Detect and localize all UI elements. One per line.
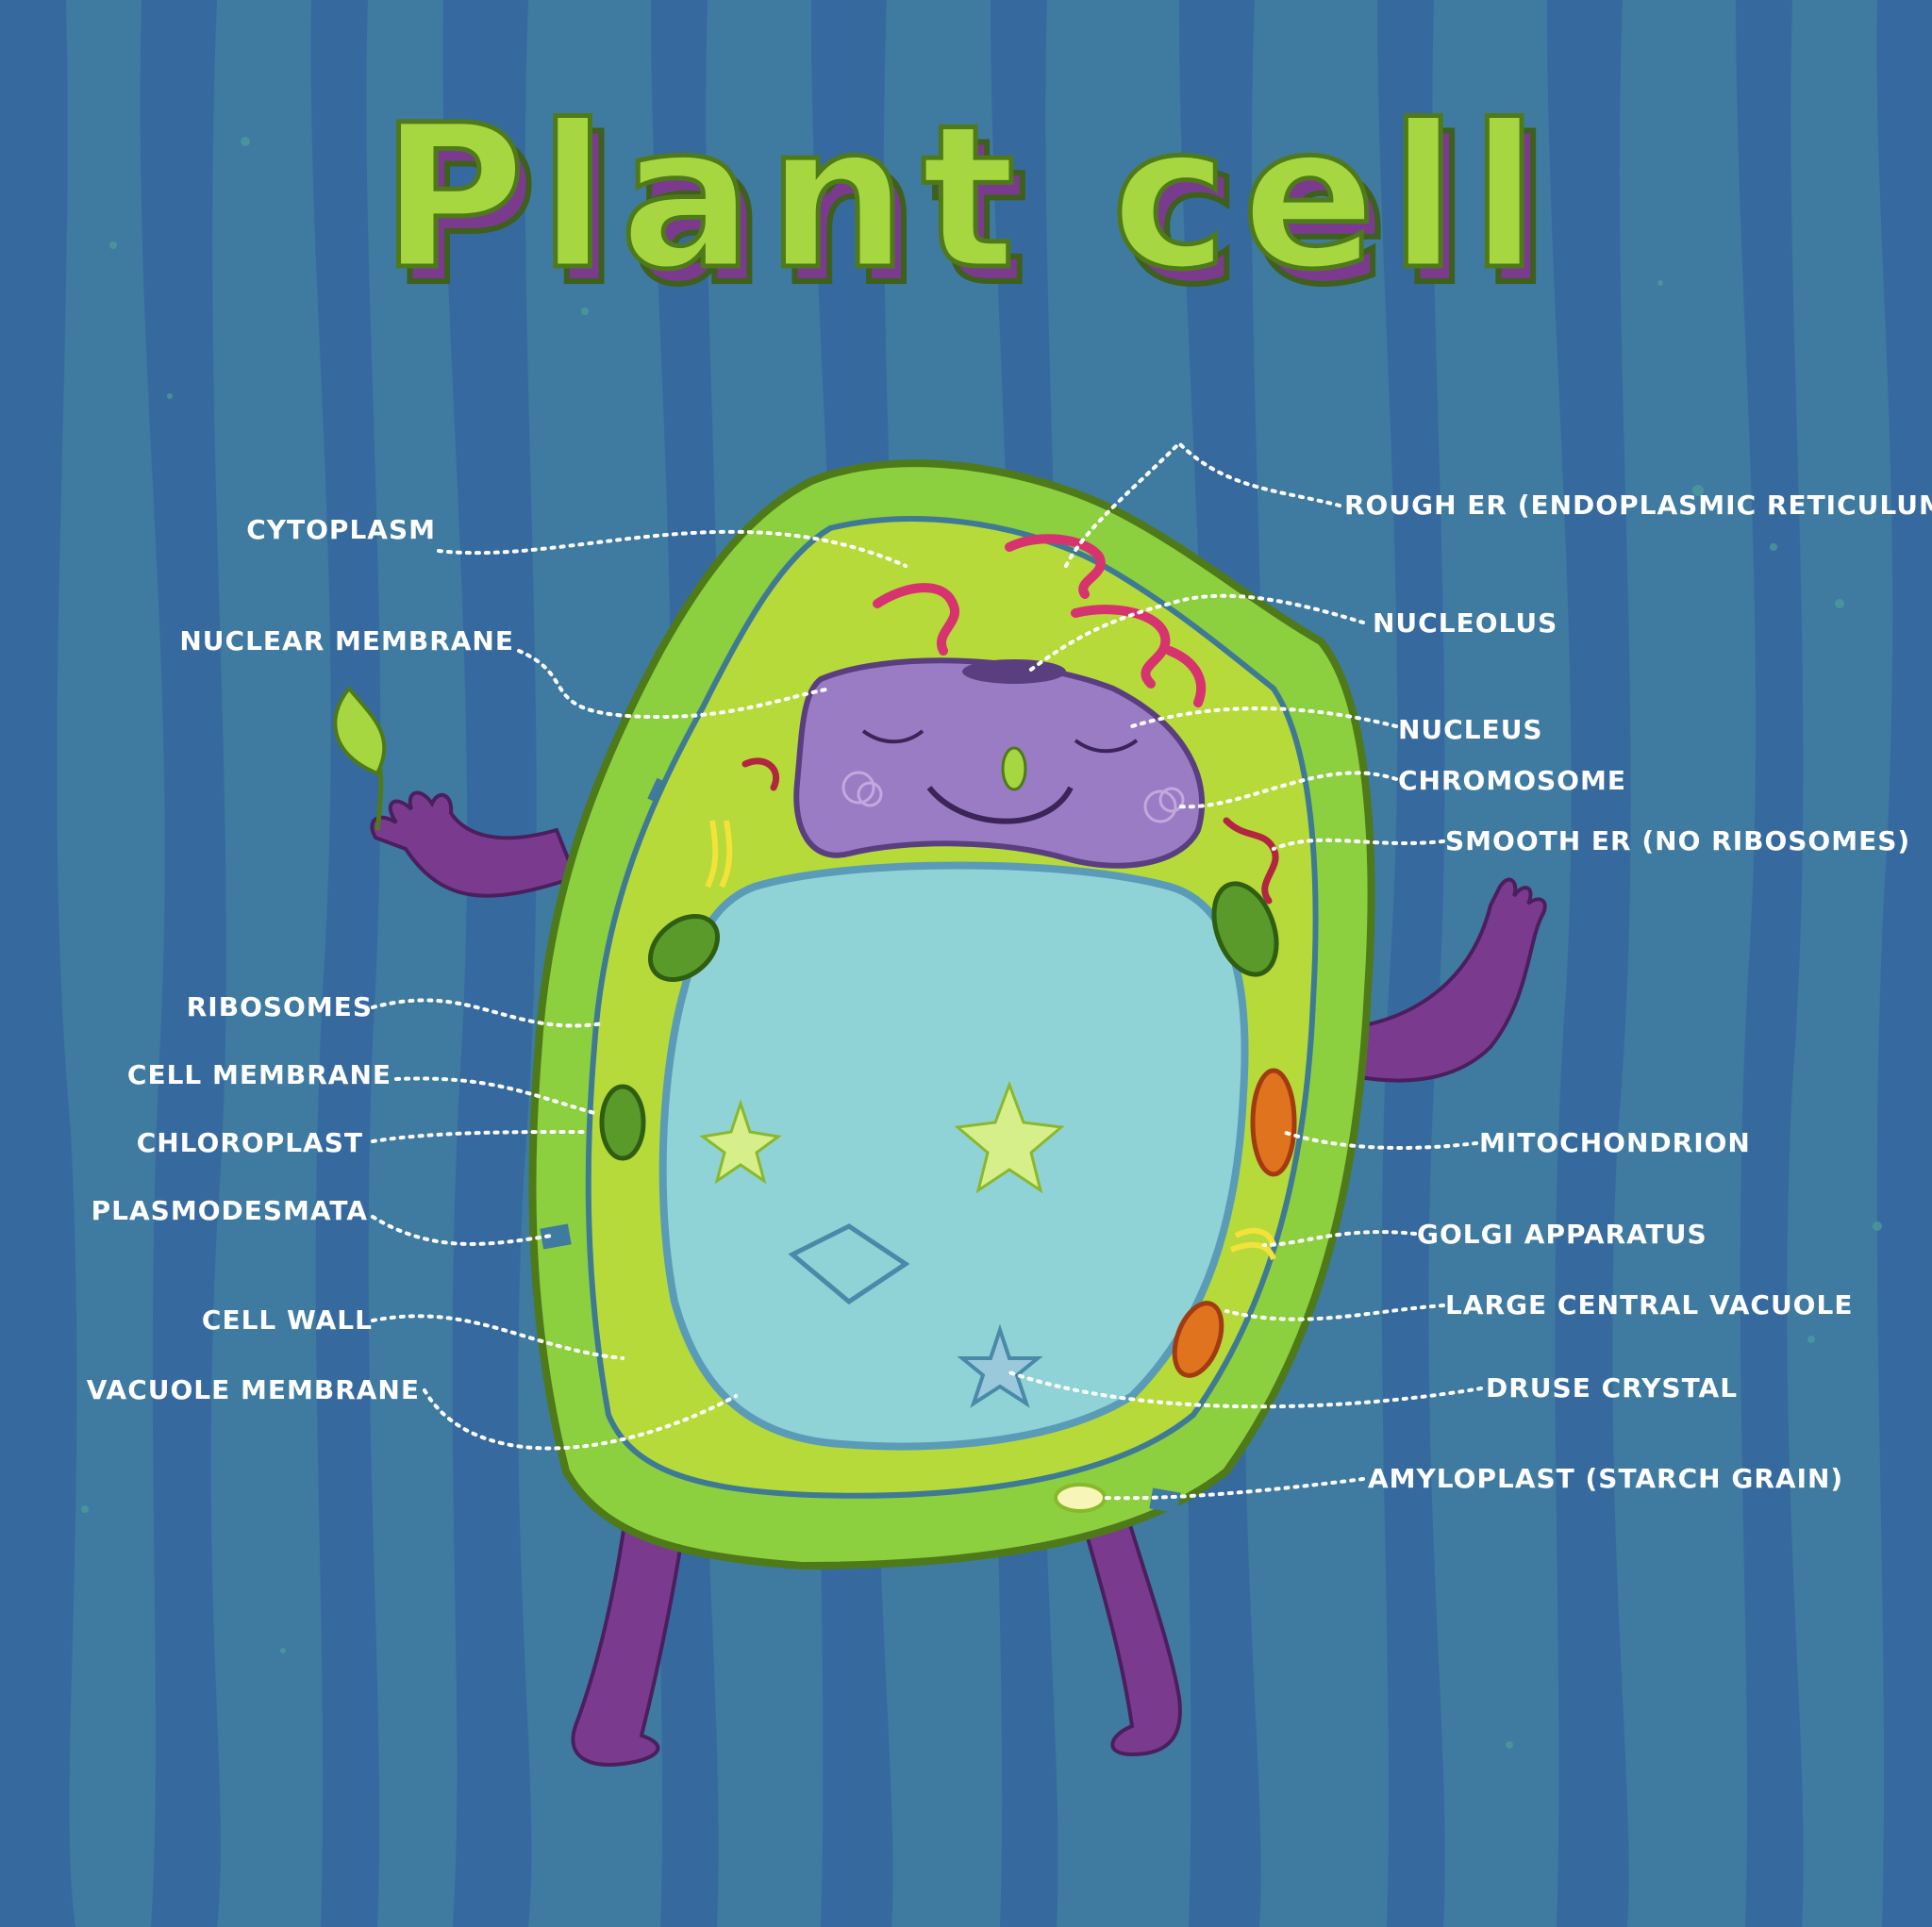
label-nucleus: NUCLEUS: [1398, 714, 1543, 745]
title-shadow: Plant cell: [391, 97, 1562, 328]
label-druse-crystal: DRUSE CRYSTAL: [1486, 1372, 1739, 1404]
label-ribosomes: RIBOSOMES: [186, 991, 373, 1022]
left-arm: [370, 790, 578, 898]
leader-plasmodesmata: [371, 1215, 554, 1246]
leader-mitochondrion: [1281, 1130, 1478, 1150]
amyloplast-icon: [1054, 1483, 1107, 1513]
right-eye-icon: [1074, 739, 1139, 754]
vacuole-star-icon: [699, 1080, 1065, 1194]
leaf-blade: [333, 685, 387, 776]
leader-vacuole-membrane: [423, 1388, 738, 1451]
right-arm: [1347, 877, 1547, 1083]
crystal-diamond-icon: [788, 1223, 910, 1305]
label-nuclear-membrane: NUCLEAR MEMBRANE: [179, 625, 514, 656]
label-rough-er: ROUGH ER (ENDOPLASMIC RETICULUM): [1344, 490, 1932, 521]
label-large-central-vacuole: LARGE CENTRAL VACUOLE: [1445, 1289, 1854, 1321]
label-cell-wall: CELL WALL: [201, 1304, 373, 1336]
leader-cytoplasm: [437, 529, 908, 568]
golgi-apparatus-icon: [705, 820, 1276, 1261]
label-chloroplast: CHLOROPLAST: [136, 1127, 363, 1158]
label-amyloplast: AMYLOPLAST (STARCH GRAIN): [1368, 1463, 1844, 1494]
label-chromosome: CHROMOSOME: [1398, 765, 1626, 796]
rough-er-icon: [873, 534, 1207, 707]
leader-vacuole: [1224, 1304, 1445, 1321]
leader-nucleolus: [1026, 593, 1365, 673]
nucleus-body: [793, 657, 1206, 869]
smile-icon: [926, 786, 1074, 824]
chromosome-icon: [841, 771, 1185, 823]
druse-crystal-icon: [957, 1323, 1043, 1408]
leader-cell-wall: [371, 1314, 625, 1360]
nucleus: [793, 657, 1206, 869]
label-smooth-er: SMOOTH ER (NO RIBOSOMES): [1445, 825, 1911, 856]
leader-druse: [1008, 1370, 1483, 1409]
left-eye-icon: [861, 729, 924, 744]
mitochondrion-icon: [1172, 1068, 1297, 1378]
leader-amyloplast: [1102, 1477, 1365, 1501]
nose-icon: [1001, 746, 1027, 791]
chloroplast-icon: [599, 881, 1279, 1161]
label-cytoplasm: CYTOPLASM: [246, 514, 436, 545]
label-vacuole-membrane: VACUOLE MEMBRANE: [86, 1374, 420, 1405]
leader-cell-membrane: [394, 1076, 596, 1115]
right-leg: [1082, 1496, 1182, 1757]
page-title: Plant cell: [380, 82, 1551, 313]
label-nucleolus: NUCLEOLUS: [1373, 607, 1558, 639]
leader-ribosomes: [371, 998, 606, 1028]
leader-nucleus: [1130, 706, 1398, 728]
leader-lines: [371, 440, 1483, 1501]
nucleolus-icon: [962, 659, 1066, 684]
label-plasmodesmata: PLASMODESMATA: [91, 1195, 368, 1226]
leader-chromosome: [1177, 771, 1398, 809]
title-group: Plant cell Plant cell: [378, 80, 1562, 332]
leader-smooth-er: [1272, 838, 1445, 851]
leaf: [333, 685, 387, 831]
leader-nuclear-membrane: [517, 649, 832, 720]
large-central-vacuole: [658, 861, 1249, 1451]
label-golgi-apparatus: GOLGI APPARATUS: [1417, 1219, 1707, 1250]
label-cell-membrane: CELL MEMBRANE: [126, 1059, 391, 1090]
label-mitochondrion: MITOCHONDRION: [1479, 1127, 1751, 1158]
